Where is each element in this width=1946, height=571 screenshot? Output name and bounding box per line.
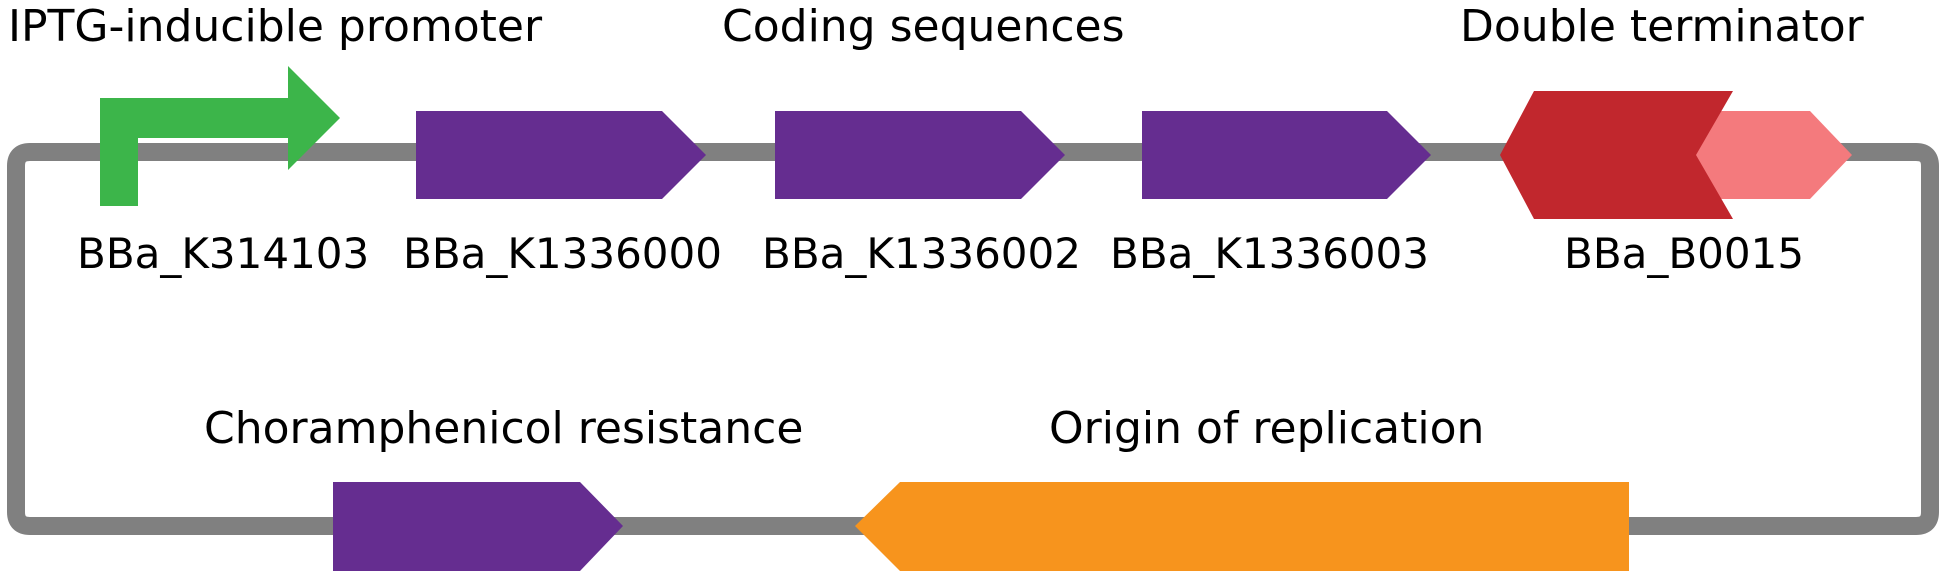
heading-coding-sequences: Coding sequences [722, 1, 1125, 52]
heading-origin: Origin of replication [1049, 403, 1484, 454]
part-id-promoter: BBa_K314103 [77, 229, 369, 278]
part-id-cds-1: BBa_K1336000 [403, 229, 722, 278]
resistance-arrow [333, 482, 623, 571]
cds-arrow-1 [416, 111, 706, 199]
heading-promoter: IPTG-inducible promoter [8, 1, 543, 52]
cds-arrow-2 [775, 111, 1065, 199]
heading-resistance: Choramphenicol resistance [204, 403, 803, 454]
cds-arrow-3 [1142, 111, 1431, 199]
part-id-cds-3: BBa_K1336003 [1110, 229, 1429, 278]
plasmid-backbone [7, 143, 1939, 535]
part-id-terminator: BBa_B0015 [1564, 229, 1804, 278]
terminator-dark-arrow [1500, 91, 1733, 219]
origin-arrow [855, 482, 1629, 571]
promoter-arrow-icon [100, 66, 340, 206]
part-id-cds-2: BBa_K1336002 [762, 229, 1081, 278]
heading-double-terminator: Double terminator [1460, 1, 1865, 52]
terminator-light-arrow [1690, 111, 1852, 199]
